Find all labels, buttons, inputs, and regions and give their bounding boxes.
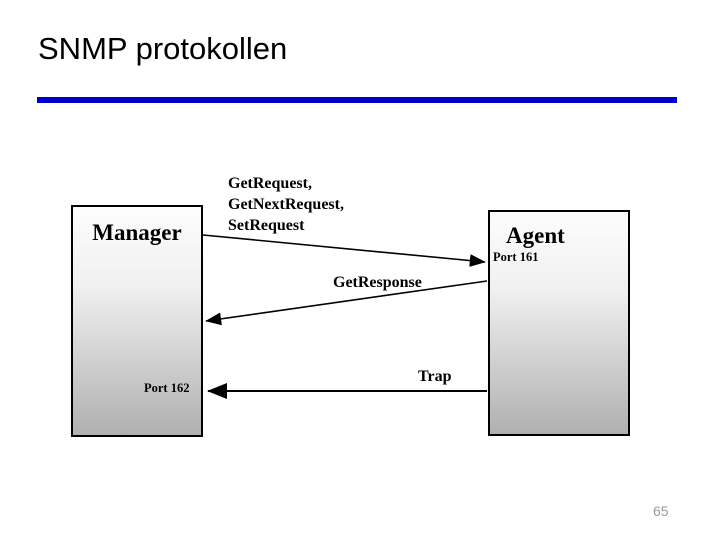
manager-port-label: Port 162: [144, 381, 190, 395]
request-line-2: GetNextRequest,: [228, 196, 344, 213]
request-line-3: SetRequest: [228, 217, 305, 234]
request-line-1: GetRequest,: [228, 175, 312, 192]
agent-port-label: Port 161: [493, 250, 539, 264]
page-number: 65: [653, 503, 669, 519]
response-message-label: GetResponse: [333, 274, 422, 291]
trap-message-label: Trap: [418, 368, 452, 385]
agent-box: Agent: [488, 210, 630, 436]
agent-label: Agent: [506, 223, 565, 248]
get-request-arrow: [202, 234, 486, 267]
manager-label: Manager: [92, 220, 182, 245]
manager-box: Manager: [71, 205, 203, 437]
request-messages-label: GetRequest, GetNextRequest, SetRequest: [228, 173, 344, 236]
slide-title: SNMP protokollen: [38, 31, 288, 66]
title-accent-bar: [37, 97, 677, 103]
